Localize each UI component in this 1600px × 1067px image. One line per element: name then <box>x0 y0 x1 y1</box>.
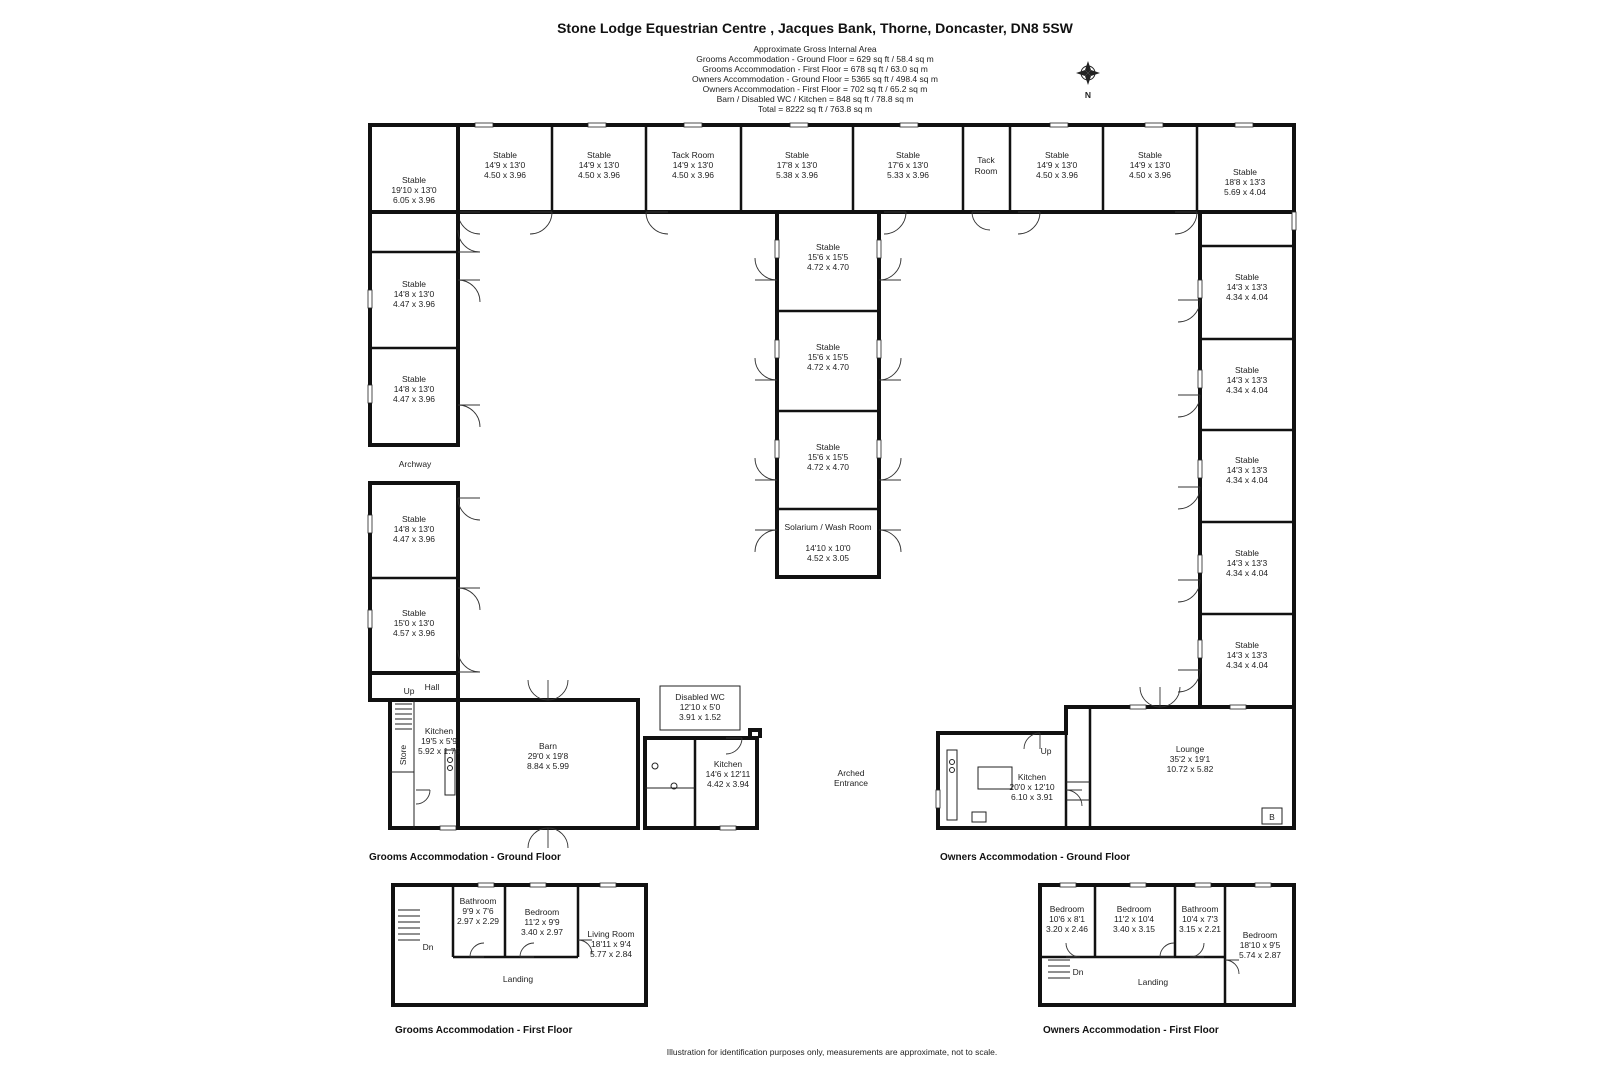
down-label: Dn <box>423 942 434 952</box>
store-label: Store <box>398 745 408 766</box>
owners-first-floor <box>1038 882 1296 1007</box>
up-label: Up <box>404 686 415 696</box>
down-label: Dn <box>1073 967 1084 977</box>
landing-label: Landing <box>1138 977 1169 987</box>
up-label: Up <box>1041 746 1052 756</box>
area-line: Total = 8222 sq ft / 763.8 sq m <box>758 104 872 114</box>
area-line: Owners Accommodation - Ground Floor = 53… <box>692 74 938 84</box>
staircase-icon <box>1048 959 1070 979</box>
staircase-icon <box>398 909 420 941</box>
plan-title: Stone Lodge Equestrian Centre , Jacques … <box>557 20 1074 36</box>
caption-owners-ground: Owners Accommodation - Ground Floor <box>940 852 1130 863</box>
stable-block-centre <box>754 210 902 579</box>
area-line: Owners Accommodation - First Floor = 702… <box>703 84 928 94</box>
disclaimer: Illustration for identification purposes… <box>667 1047 998 1057</box>
landing-label: Landing <box>503 974 534 984</box>
caption-grooms-ground: Grooms Accommodation - Ground Floor <box>369 852 561 863</box>
area-line: Grooms Accommodation - Ground Floor = 62… <box>696 54 933 64</box>
caption-owners-first: Owners Accommodation - First Floor <box>1043 1025 1219 1036</box>
disabled-wc-kitchen <box>643 685 762 831</box>
caption-grooms-first: Grooms Accommodation - First Floor <box>395 1025 573 1036</box>
barn <box>456 679 640 849</box>
compass-north-label: N <box>1085 90 1091 100</box>
compass-icon: N <box>1076 61 1100 100</box>
hall-label: Hall <box>425 682 440 692</box>
archway-label: Archway <box>399 459 432 469</box>
area-line: Barn / Disabled WC / Kitchen = 848 sq ft… <box>717 94 914 104</box>
area-summary: Approximate Gross Internal Area Grooms A… <box>692 44 938 114</box>
owners-ground-floor: B <box>935 686 1296 830</box>
stable-block-left-lower <box>367 481 481 675</box>
area-line: Grooms Accommodation - First Floor = 678… <box>702 64 928 74</box>
area-line: Approximate Gross Internal Area <box>753 44 877 54</box>
grooms-first-floor <box>391 882 648 1007</box>
stable-block-left-upper <box>367 123 481 447</box>
staircase-icon <box>395 703 412 730</box>
boiler-label: B <box>1269 812 1275 822</box>
